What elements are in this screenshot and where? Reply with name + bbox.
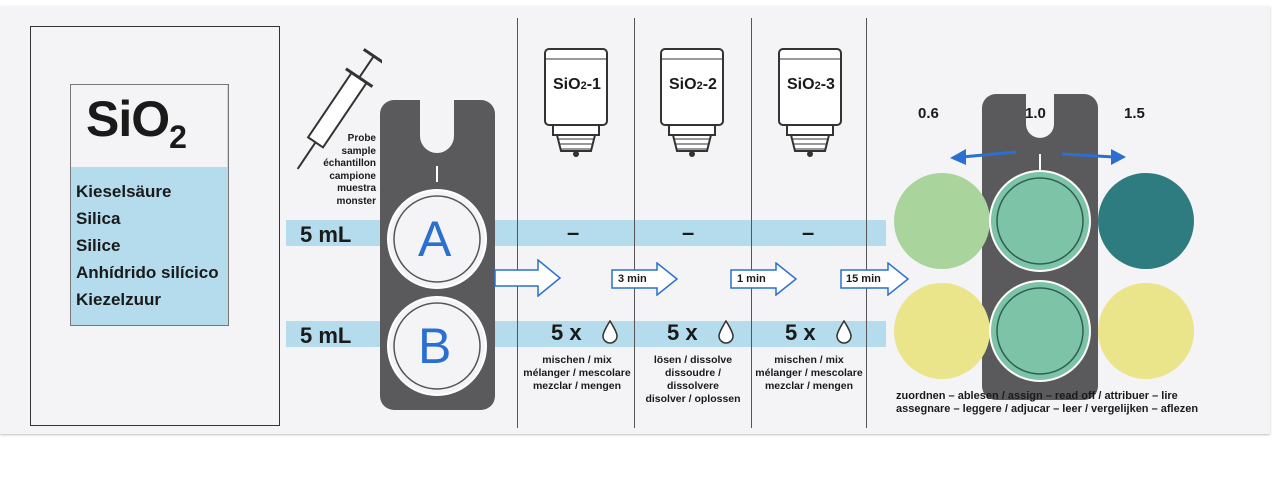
dash-a-3: – bbox=[802, 220, 815, 245]
dash-a-2: – bbox=[682, 220, 695, 245]
drop-count-1: 5 x bbox=[551, 320, 582, 345]
arrow-right-icon bbox=[611, 262, 679, 296]
dropper-drop-icon bbox=[718, 320, 734, 344]
scale-low: 0.6 bbox=[918, 105, 939, 122]
band-a bbox=[286, 220, 886, 246]
bottle-icon bbox=[660, 48, 724, 157]
read-instructions: zuordnen – ablesen / assign – read off /… bbox=[896, 390, 1199, 415]
column-divider bbox=[517, 18, 518, 428]
dropper-drop-icon bbox=[836, 320, 852, 344]
scale-mid: 1.0 bbox=[1025, 105, 1046, 122]
wait-time-3: 15 min bbox=[846, 273, 881, 285]
cell-a-letter: A bbox=[418, 211, 452, 267]
column-divider bbox=[751, 18, 752, 428]
volume-a-label: 5 mL bbox=[300, 222, 352, 247]
names-list: Kieselsäure Silica Silice Anhídrido silí… bbox=[76, 178, 219, 313]
name-item: Silica bbox=[76, 209, 121, 228]
column-divider bbox=[634, 18, 635, 428]
drop-count-2: 5 x bbox=[667, 320, 698, 345]
syringe-icon bbox=[296, 48, 382, 170]
bottle-icon bbox=[778, 48, 842, 157]
arrow-right-icon bbox=[494, 259, 562, 297]
comparator bbox=[894, 94, 1194, 400]
volume-b-label: 5 mL bbox=[300, 323, 352, 348]
name-item: Kiezelzuur bbox=[76, 290, 162, 309]
page-title: SiO2 bbox=[86, 91, 187, 155]
bottle-label-1: SiO2-1 bbox=[553, 76, 601, 93]
cell-b-letter: B bbox=[418, 318, 452, 374]
dash-a-1: – bbox=[567, 220, 580, 245]
bottle-label-2: SiO2-2 bbox=[669, 76, 717, 93]
name-item: Kieselsäure bbox=[76, 182, 172, 201]
title-white bbox=[71, 85, 227, 167]
column-divider bbox=[866, 18, 867, 428]
scale-high: 1.5 bbox=[1124, 105, 1145, 122]
wait-time-2: 1 min bbox=[737, 273, 766, 285]
name-item: Silice bbox=[76, 236, 121, 255]
dropper-drop-icon bbox=[602, 320, 618, 344]
cell-holder bbox=[380, 100, 495, 410]
arrow-right-icon bbox=[840, 262, 910, 296]
name-item: Anhídrido silícico bbox=[76, 263, 219, 282]
arrow-right-icon bbox=[730, 262, 798, 296]
wait-time-1: 3 min bbox=[618, 273, 647, 285]
bottle-icon bbox=[544, 48, 608, 157]
drop-count-3: 5 x bbox=[785, 320, 816, 345]
bottle-label-3: SiO2-3 bbox=[787, 76, 835, 93]
